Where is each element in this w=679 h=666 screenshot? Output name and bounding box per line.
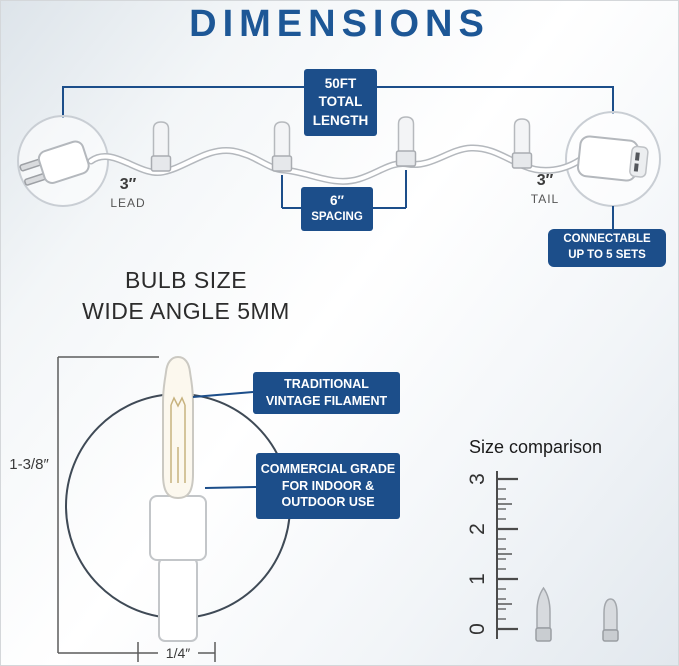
spacing-badge: 6″ SPACING — [301, 187, 373, 231]
tail-measure: 3″ — [536, 172, 554, 189]
connector-graphic — [576, 135, 649, 182]
total-length-line3: LENGTH — [312, 112, 369, 128]
grade-line1: COMMERCIAL GRADE — [260, 461, 396, 476]
lead-measure: 3″ — [119, 176, 137, 193]
ruler-label-3: 3 — [466, 473, 489, 485]
ruler-label-0: 0 — [466, 623, 489, 635]
bulb-width-dimension: 1/4″ — [165, 645, 191, 661]
tail-label: TAIL — [530, 192, 560, 206]
bulb-size-heading-line2: WIDE ANGLE 5MM — [82, 298, 290, 325]
string-bulb-graphic — [271, 121, 293, 172]
total-length-badge: 50FT TOTAL LENGTH — [304, 69, 377, 136]
ruler-label-1: 1 — [466, 573, 489, 585]
spacing-bracket-line — [281, 170, 407, 209]
size-comparison-title: Size comparison — [469, 437, 603, 457]
total-length-line1: 50FT — [324, 76, 357, 92]
light-string-wire — [87, 144, 587, 185]
filament-graphic — [170, 396, 186, 483]
filament-line1: TRADITIONAL — [284, 377, 369, 392]
bulb-height-dimension: 1-3/8″ — [9, 456, 49, 473]
string-bulb-graphic — [395, 116, 417, 167]
grade-badge: COMMERCIAL GRADE FOR INDOOR & OUTDOOR US… — [256, 453, 400, 519]
ruler-label-2: 2 — [466, 523, 489, 535]
grade-line2: FOR INDOOR & — [281, 478, 375, 493]
grade-leader-line — [204, 486, 257, 489]
total-length-line2: TOTAL — [318, 94, 363, 110]
connectable-line2: UP TO 5 SETS — [568, 249, 646, 261]
height-dimension-lines — [57, 356, 159, 654]
filament-badge: TRADITIONAL VINTAGE FILAMENT — [253, 372, 400, 414]
string-bulb-graphic — [511, 118, 533, 169]
bulb-size-heading-line1: BULB SIZE — [124, 267, 248, 293]
page-title: DIMENSIONS — [189, 3, 490, 45]
bulb-base-graphic — [149, 495, 207, 642]
length-bracket-line — [62, 86, 614, 118]
plug-graphic — [19, 140, 90, 186]
width-dimension-lines — [137, 642, 216, 662]
filament-line2: VINTAGE FILAMENT — [265, 394, 388, 408]
connectable-line1: CONNECTABLE — [563, 233, 651, 246]
lead-label: LEAD — [110, 196, 146, 210]
bulb-size-heading: BULB SIZE WIDE ANGLE 5MM — [26, 265, 346, 327]
connectable-badge: CONNECTABLE UP TO 5 SETS — [548, 229, 666, 267]
spacing-line2: SPACING — [311, 211, 363, 224]
filament-leader-line — [192, 391, 254, 398]
comparison-bulb-5mm — [535, 586, 552, 642]
comparison-bulb-m5 — [602, 598, 619, 642]
ruler-graphic — [496, 471, 518, 639]
bulb-glass-graphic — [162, 355, 194, 500]
string-bulb-graphic — [150, 121, 172, 172]
spacing-line1: 6″ — [330, 193, 344, 209]
grade-line3: OUTDOOR USE — [281, 495, 375, 510]
